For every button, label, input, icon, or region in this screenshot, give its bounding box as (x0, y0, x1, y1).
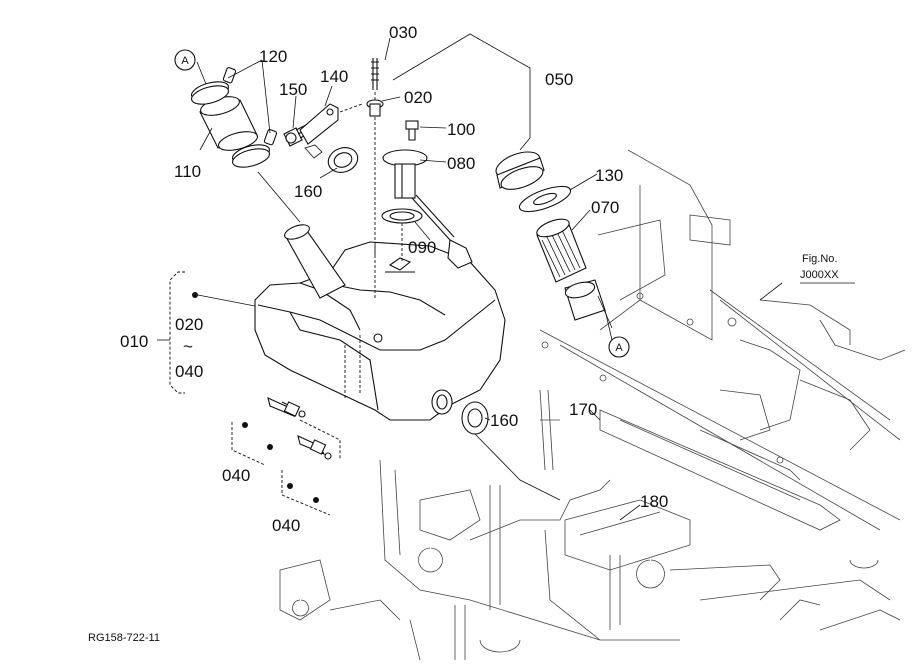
callout-130: 130 (595, 166, 623, 185)
fig-ref-code: J000XX (800, 269, 839, 281)
breather-030 (371, 58, 379, 255)
callout-180: 180 (640, 492, 668, 511)
fig-reference: Fig.No. J000XX (800, 253, 839, 281)
callout-040-range: 040 (175, 362, 203, 381)
callout-160-top: 160 (294, 182, 322, 201)
strainer-070 (536, 218, 587, 283)
callout-050: 050 (545, 70, 573, 89)
bolt-100 (405, 120, 419, 141)
bracket-140 (299, 103, 339, 145)
sender-080 (382, 149, 473, 269)
callout-080: 080 (447, 154, 475, 173)
callout-150: 150 (279, 80, 307, 99)
callout-040-lower: 040 (272, 516, 300, 535)
callout-070: 070 (591, 198, 619, 217)
fitting-040-lower (297, 435, 332, 460)
callout-030: 030 (389, 23, 417, 42)
clamp-120-bottom (231, 129, 278, 168)
chassis-frame (279, 149, 906, 661)
fitting-150 (283, 123, 313, 147)
bullet-dots-040 (192, 292, 319, 503)
range-brackets (169, 271, 331, 516)
gasket-090 (381, 208, 423, 262)
filler-neck-lower (564, 279, 613, 329)
fig-ref-label: Fig.No. (802, 253, 837, 265)
callout-120: 120 (259, 47, 287, 66)
hose-routing-line (257, 171, 301, 223)
grommet-160-bottom (461, 401, 489, 435)
grommet-routing-line (474, 433, 561, 501)
range-tilde: ~ (183, 337, 193, 356)
callout-010: 010 (120, 332, 148, 351)
callout-020: 020 (404, 88, 432, 107)
grommet-160-top (327, 147, 359, 173)
clamp-120-top (190, 67, 237, 105)
callout-090: 090 (408, 238, 436, 257)
ref-a-bottom-label: A (615, 342, 623, 354)
ref-circle-a-bottom: A (608, 336, 630, 358)
callout-040-upper: 040 (222, 466, 250, 485)
fitting-040-upper (267, 397, 306, 418)
callout-020-range: 020 (175, 315, 203, 334)
diagram-caption: RG158-722-11 (88, 632, 160, 644)
callout-170: 170 (569, 400, 597, 419)
fuel-tank (254, 224, 506, 421)
callout-110: 110 (174, 162, 201, 181)
callout-100: 100 (447, 120, 475, 139)
plug-020 (366, 99, 384, 117)
cap-050 (495, 151, 545, 190)
ref-circle-a-top: A (174, 49, 196, 71)
callout-160-bottom: 160 (490, 411, 518, 430)
callout-labels: 030 050 120 150 140 020 100 080 110 160 … (120, 23, 668, 535)
washer-small (304, 144, 323, 159)
gasket-130 (518, 185, 572, 213)
ref-a-top-label: A (181, 55, 189, 67)
leader-lines (157, 33, 855, 521)
callout-140: 140 (320, 67, 348, 86)
bracket-dashed-lead (339, 103, 363, 113)
